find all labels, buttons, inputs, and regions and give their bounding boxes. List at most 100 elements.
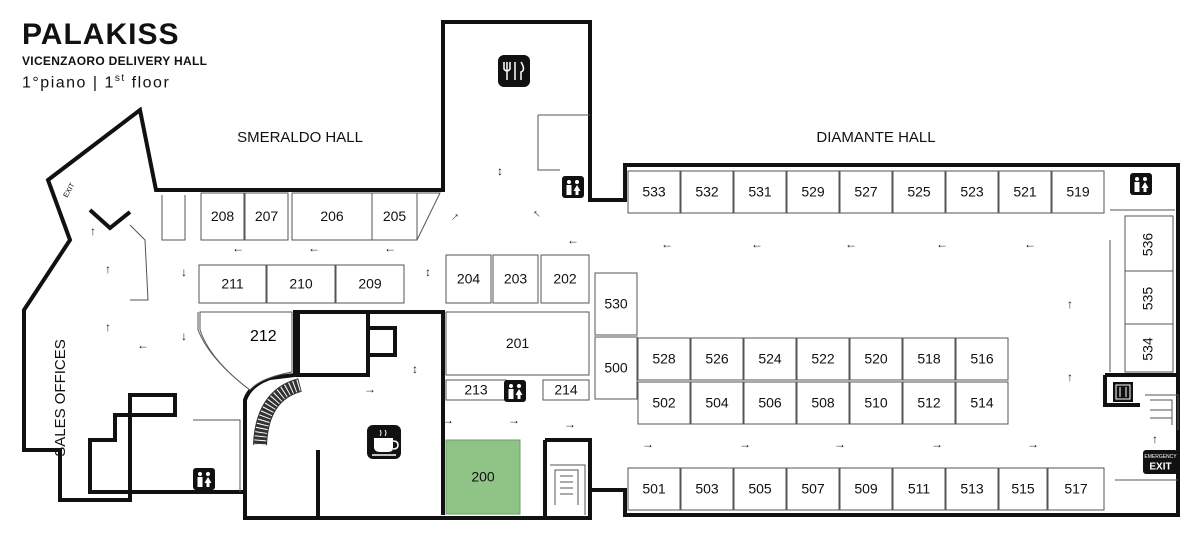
booth-214[interactable]: 214 — [542, 379, 590, 401]
booth-outline — [690, 337, 744, 381]
booth-519[interactable]: 519 — [1051, 170, 1105, 214]
booth-523[interactable]: 523 — [945, 170, 999, 214]
booth-205[interactable]: 205 — [371, 192, 418, 241]
booth-number: 208 — [211, 208, 235, 224]
booth-213[interactable]: 213 — [445, 379, 507, 401]
coffee-icon — [367, 425, 401, 459]
booth-524[interactable]: 524 — [743, 337, 797, 381]
booth-501[interactable]: 501 — [627, 467, 681, 511]
booth-number: 204 — [457, 271, 481, 287]
booth-511[interactable]: 511 — [892, 467, 946, 511]
arrow-right: → — [739, 437, 751, 451]
booth-506[interactable]: 506 — [743, 381, 797, 425]
booth-515[interactable]: 515 — [998, 467, 1048, 511]
booth-512[interactable]: 512 — [902, 381, 956, 425]
booth-502[interactable]: 502 — [637, 381, 691, 425]
arrow-diagonal: ↑ — [449, 209, 463, 223]
booth-202[interactable]: 202 — [540, 254, 590, 304]
booth-outline — [743, 381, 797, 425]
booth-number: 200 — [471, 469, 495, 485]
booth-509[interactable]: 509 — [839, 467, 893, 511]
booth-outline — [335, 264, 405, 304]
booth-number: 503 — [695, 481, 719, 497]
booth-211[interactable]: 211 — [198, 264, 267, 304]
booth-532[interactable]: 532 — [680, 170, 734, 214]
booth-number: 521 — [1013, 184, 1037, 200]
booth-outline — [849, 337, 903, 381]
booth-536[interactable]: 536 — [1124, 215, 1174, 272]
booth-203[interactable]: 203 — [492, 254, 539, 304]
restroom-icon — [504, 380, 526, 402]
arrow-up: ↕ — [497, 164, 503, 178]
booth-530[interactable]: 530 — [594, 272, 638, 336]
arrow-left: ← — [232, 241, 244, 255]
booth-206[interactable]: 206 — [291, 192, 373, 241]
booth-number: 211 — [221, 276, 244, 292]
booth-520[interactable]: 520 — [849, 337, 903, 381]
booth-516[interactable]: 516 — [955, 337, 1009, 381]
direction-arrows: ← ← ← ← ← ← ← ← ← ← → → → → → → → → → ↕ … — [90, 164, 1158, 451]
booth-504[interactable]: 504 — [690, 381, 744, 425]
arrow-right: → — [508, 413, 520, 427]
booth-number: 511 — [908, 481, 931, 497]
booth-number: 529 — [801, 184, 825, 200]
booth-outline — [371, 192, 418, 241]
arrow-right: → — [931, 437, 943, 451]
diamante-hall-label: DIAMANTE HALL — [816, 129, 935, 146]
booth-534[interactable]: 534 — [1124, 323, 1174, 373]
booth-outline — [902, 381, 956, 425]
booth-500[interactable]: 500 — [594, 336, 638, 400]
booth-207[interactable]: 207 — [244, 192, 289, 241]
booth-outline — [1124, 270, 1174, 325]
booth-531[interactable]: 531 — [733, 170, 787, 214]
booth-503[interactable]: 503 — [680, 467, 734, 511]
booth-number: 506 — [758, 395, 782, 411]
booth-outline — [786, 467, 840, 511]
booth-209[interactable]: 209 — [335, 264, 405, 304]
booth-533[interactable]: 533 — [627, 170, 681, 214]
booth-outline — [1124, 323, 1174, 373]
booth-200[interactable]: 200 — [445, 439, 521, 515]
booth-507[interactable]: 507 — [786, 467, 840, 511]
booth-number: 214 — [554, 382, 578, 398]
booth-517[interactable]: 517 — [1047, 467, 1105, 511]
booth-510[interactable]: 510 — [849, 381, 903, 425]
elevator-icon — [1113, 382, 1133, 402]
booth-514[interactable]: 514 — [955, 381, 1009, 425]
arrow-right: → — [564, 417, 576, 431]
booth-526[interactable]: 526 — [690, 337, 744, 381]
booth-529[interactable]: 529 — [786, 170, 840, 214]
booth-528[interactable]: 528 — [637, 337, 691, 381]
booth-number: 509 — [854, 481, 878, 497]
booth-513[interactable]: 513 — [945, 467, 999, 511]
restaurant-icon — [498, 55, 530, 87]
booth-number: 206 — [320, 208, 344, 224]
booth-outline — [849, 381, 903, 425]
booth-508[interactable]: 508 — [796, 381, 850, 425]
booth-outline — [786, 170, 840, 214]
booth-number: 207 — [255, 208, 279, 224]
booth-outline — [998, 467, 1048, 511]
booth-208[interactable]: 208 — [200, 192, 245, 241]
arrow-up: ↑ — [90, 224, 96, 238]
booth-outline — [839, 170, 893, 214]
booth-505[interactable]: 505 — [733, 467, 787, 511]
booth-535[interactable]: 535 — [1124, 270, 1174, 325]
booth-521[interactable]: 521 — [998, 170, 1052, 214]
booth-518[interactable]: 518 — [902, 337, 956, 381]
floor-english-suffix: st — [114, 73, 126, 84]
booth-outline — [733, 467, 787, 511]
spiral-stairs-icon — [253, 378, 303, 446]
booth-201[interactable]: 201 — [445, 311, 590, 376]
booth-outline — [492, 254, 539, 304]
booth-527[interactable]: 527 — [839, 170, 893, 214]
booth-outline — [637, 381, 691, 425]
booth-210[interactable]: 210 — [266, 264, 336, 304]
booth-number: 508 — [811, 395, 835, 411]
booth-522[interactable]: 522 — [796, 337, 850, 381]
booth-number: 516 — [970, 351, 994, 367]
arrow-right: → — [442, 413, 454, 427]
booth-525[interactable]: 525 — [892, 170, 946, 214]
booth-204[interactable]: 204 — [445, 254, 492, 304]
